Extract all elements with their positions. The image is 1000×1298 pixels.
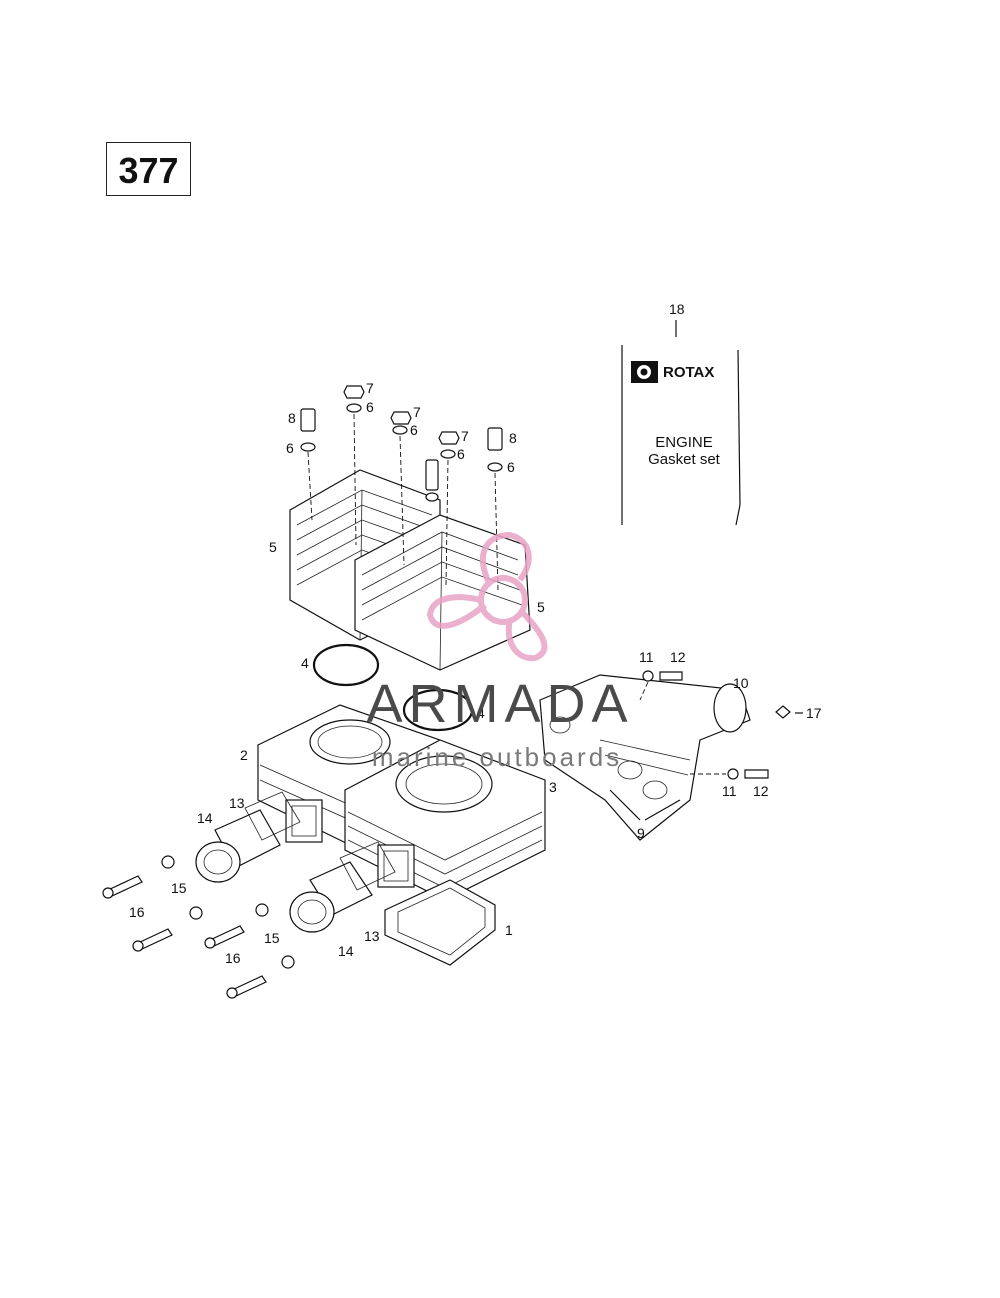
rotax-brand-text: ROTAX <box>663 364 714 381</box>
o-ring-right <box>402 688 474 732</box>
callout-12: 12 <box>753 783 769 799</box>
o-ring-left <box>312 643 380 687</box>
callout-2: 2 <box>240 747 248 763</box>
kit-title: ENGINE <box>655 434 713 451</box>
page-number: 377 <box>118 150 179 191</box>
callout-8: 8 <box>288 410 296 426</box>
callout-16: 16 <box>225 950 241 966</box>
callout-15: 15 <box>171 880 187 896</box>
callout-labels: 18 7 6 7 6 7 6 8 6 8 6 5 5 4 4 2 3 1 13 … <box>129 301 822 966</box>
callout-12: 12 <box>670 649 686 665</box>
callout-5: 5 <box>537 599 545 615</box>
intake-adaptor-upper <box>195 809 281 883</box>
callout-6: 6 <box>410 422 418 438</box>
watermark-tagline: marine outboards <box>372 742 622 772</box>
exhaust-manifold <box>539 674 751 841</box>
callout-4: 4 <box>477 705 485 721</box>
callout-14: 14 <box>197 810 213 826</box>
callout-7: 7 <box>413 404 421 420</box>
callout-6: 6 <box>286 440 294 456</box>
intake-gaskets <box>244 791 396 891</box>
callout-7: 7 <box>366 380 374 396</box>
callout-7: 7 <box>461 428 469 444</box>
callout-13: 13 <box>229 795 245 811</box>
intake-adaptor-lower <box>289 861 373 933</box>
callout-16: 16 <box>129 904 145 920</box>
callout-6: 6 <box>457 446 465 462</box>
callout-3: 3 <box>549 779 557 795</box>
callout-18: 18 <box>669 301 685 317</box>
callout-4: 4 <box>301 655 309 671</box>
callout-11: 11 <box>722 783 737 799</box>
cylinder-right <box>344 739 546 901</box>
kit-subtitle: Gasket set <box>648 451 721 468</box>
base-gasket <box>384 879 496 966</box>
manifold-hardware <box>609 670 803 821</box>
propeller-logo <box>426 531 548 662</box>
callout-11: 11 <box>639 649 654 665</box>
rotax-logo: ROTAX <box>631 361 714 383</box>
head-hardware <box>300 385 503 591</box>
callout-15: 15 <box>264 930 280 946</box>
callout-5: 5 <box>269 539 277 555</box>
callout-6: 6 <box>507 459 515 475</box>
callout-1: 1 <box>505 922 513 938</box>
callout-8: 8 <box>509 430 517 446</box>
armada-watermark: ARMADA marine outboards <box>366 531 633 772</box>
callout-9: 9 <box>637 825 645 841</box>
callout-13: 13 <box>364 928 380 944</box>
callout-6: 6 <box>366 399 374 415</box>
callout-17: 17 <box>806 705 822 721</box>
screws-and-washers <box>102 855 295 999</box>
gasket-set-package: ROTAX ENGINE Gasket set <box>621 320 741 526</box>
callout-14: 14 <box>338 943 354 959</box>
page-number-box: 377 <box>106 142 191 196</box>
watermark-name: ARMADA <box>366 674 633 734</box>
callout-10: 10 <box>733 675 749 691</box>
